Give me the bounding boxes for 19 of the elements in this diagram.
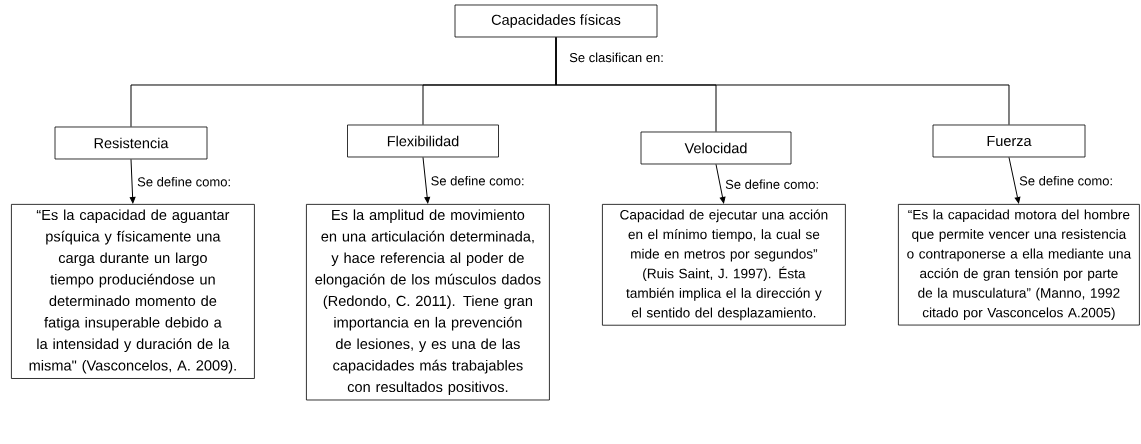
definition-box: Es la amplitud de movimiento en una articulación determinada, y hace referencia al poder de elongación de los músculos dados (Redondo, C. 2011). Tiene gran importancia en la prevención de lesiones, y es una de las capacidades más trabajables con resultados positivos.: [306, 204, 550, 401]
category-box: Fuerza: [932, 124, 1086, 158]
category-box: Capacidades físicas: [454, 4, 658, 38]
edge-label: Se define como:: [136, 175, 233, 188]
connector-line: [555, 36, 1010, 126]
category-box: Resistencia: [54, 126, 208, 160]
definition-box: “Es la capacidad de aguantar psíquica y físicamente una carga durante un largo tiempo produciéndose un determinado momento de fatiga insuperable debido a la intensidad y duración de la misma" (Vasconcelos, A. 2009).: [11, 204, 255, 379]
arrow: [715, 163, 726, 204]
edge-label: Se define como:: [724, 178, 821, 190]
arrow: [422, 156, 431, 204]
category-box: Velocidad: [640, 131, 792, 165]
annotation-text: Se clasifican en:: [569, 52, 663, 63]
definition-box: Capacidad de ejecutar una acción en el mínimo tiempo, la cual se mide en metros por segundos” (Ruis Saint, J. 1997). Ésta también implica el la dirección y el sentido del desplazamiento.: [602, 204, 846, 326]
edge-label: Se define como:: [429, 174, 526, 187]
edge-label: Se define como:: [1018, 174, 1115, 187]
category-box: Flexibilidad: [347, 124, 499, 158]
arrow: [129, 158, 136, 204]
definition-box: “Es la capacidad motora del hombre que permite vencer una resistencia o contraponerse a ella mediante una acción de gran tensión por parte de la musculatura” (Manno, 1992 citado por Vasconcelos A.2005): [898, 204, 1140, 326]
arrow: [1008, 156, 1021, 204]
